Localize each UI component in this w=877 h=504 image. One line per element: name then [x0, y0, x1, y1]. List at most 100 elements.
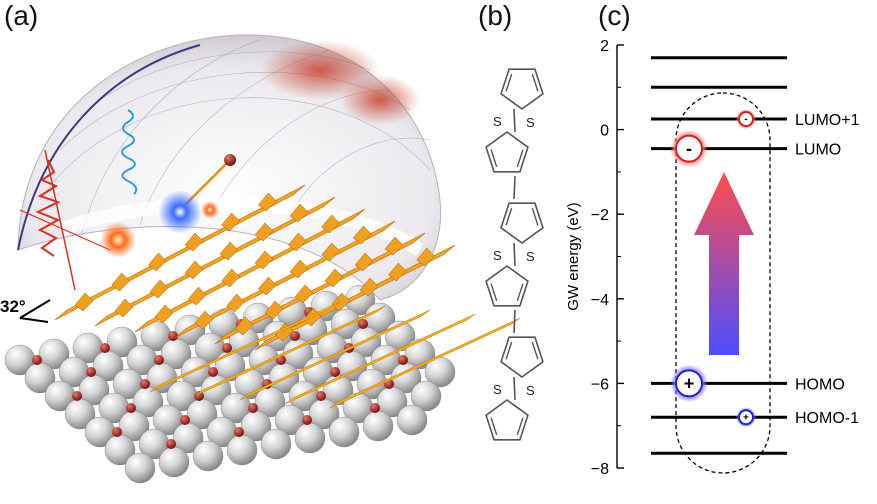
thiophene-unit	[331, 292, 351, 312]
thiophene-unit	[254, 250, 274, 270]
thiophene-unit	[257, 192, 277, 212]
hole-glow	[100, 222, 136, 258]
thiophene-unit	[111, 272, 131, 292]
thiophene-ring: S	[485, 248, 529, 307]
oxygen-atom	[358, 319, 368, 329]
oxygen-atom	[180, 415, 190, 425]
oxygen-atom	[194, 391, 204, 401]
thiophene-unit	[416, 247, 436, 267]
molecule-ribbon-lower	[284, 313, 476, 405]
y-tick-label: 2	[600, 38, 609, 55]
excitation-arrow	[694, 172, 754, 355]
oxygen-atom	[168, 331, 178, 341]
sulfur-atom-label: S	[526, 383, 535, 398]
oxygen-atom	[112, 427, 122, 437]
angle-label: 32°	[0, 297, 26, 316]
emitted-electron	[224, 154, 236, 166]
inter-ring-bond	[513, 242, 516, 267]
substrate-atom	[260, 428, 292, 460]
oxygen-atom	[32, 355, 42, 365]
hole-homo: +	[670, 364, 708, 403]
exciton-envelope	[675, 92, 771, 474]
sulfur-atom-label: S	[493, 248, 502, 263]
thiophene-unit	[321, 242, 341, 262]
thiophene-unit	[254, 222, 274, 242]
thiophene-unit	[147, 252, 167, 272]
oxygen-atom	[126, 403, 136, 413]
substrate-atom	[124, 452, 156, 484]
hole-homo-minus-1: +	[735, 407, 757, 428]
dome	[17, 34, 442, 301]
panel-label-c: (c)	[598, 0, 631, 31]
oxygen-atom	[72, 391, 82, 401]
y-axis-label: GW energy (eV)	[565, 202, 582, 310]
substrate-atom	[328, 416, 360, 448]
substrate-atom	[106, 326, 138, 358]
oxygen-atom	[154, 355, 164, 365]
thiophene-unit	[194, 310, 214, 330]
oxygen-atom	[86, 367, 96, 377]
inter-ring-bond	[513, 309, 516, 334]
oxygen-atom	[208, 367, 218, 377]
thiophene-ring: S	[500, 336, 544, 398]
svg-text:-: -	[744, 114, 747, 125]
substrate-atom	[38, 338, 70, 370]
electron-lumo-plus-1: -	[735, 108, 757, 130]
svg-text:-: -	[686, 138, 692, 158]
thiophene-unit	[321, 214, 341, 234]
thiophene-ring: S	[485, 382, 529, 441]
thiophene-ring: S	[500, 202, 544, 264]
thiophene-unit	[234, 316, 254, 336]
molecule-ribbon-lower	[194, 305, 386, 397]
thiophene-unit	[359, 277, 379, 297]
substrate-atom	[410, 380, 442, 412]
oxygen-atom	[316, 391, 326, 401]
electron-lumo: -	[670, 129, 708, 168]
thiophene-unit	[289, 203, 309, 223]
sulfur-atom-label: S	[493, 114, 502, 129]
oxygen-atom	[370, 403, 380, 413]
molecule-ribbon-lower	[329, 317, 521, 409]
substrate-atom	[192, 440, 224, 472]
thiophene-unit	[154, 304, 174, 324]
oxygen-atom	[166, 439, 176, 449]
thiophene-unit	[187, 286, 207, 306]
svg-text:+: +	[684, 373, 695, 393]
thiophene-ring: S	[500, 68, 544, 130]
molecule-ribbon-lower	[149, 301, 341, 393]
thiophene-unit	[257, 276, 277, 296]
inter-ring-bond	[513, 108, 516, 133]
thiophene-unit	[184, 232, 204, 252]
y-tick-label: 0	[600, 123, 609, 140]
inter-ring-bond	[513, 175, 516, 200]
thiophene-unit	[387, 262, 407, 282]
oxygen-atom	[234, 427, 244, 437]
y-tick-label: −4	[591, 292, 609, 309]
photoemission-hotspot-2	[340, 75, 420, 125]
energy-level-label: LUMO+1	[795, 112, 860, 129]
energy-level-label: LUMO	[795, 142, 841, 159]
panel-label-b: (b)	[478, 0, 513, 31]
thiophene-unit	[289, 259, 309, 279]
thiophene-unit	[324, 268, 344, 288]
y-tick-label: −2	[591, 207, 609, 224]
sulfur-atom-label: S	[526, 249, 535, 264]
thiophene-unit	[184, 260, 204, 280]
sulfur-atom-label: S	[493, 382, 502, 397]
oxygen-atom	[290, 331, 300, 341]
sulfur-atom-label: S	[526, 115, 535, 130]
oxygen-atom	[222, 343, 232, 353]
thiophene-unit	[294, 284, 314, 304]
energy-level-label: HOMO	[795, 376, 845, 393]
svg-text:+: +	[743, 412, 749, 423]
electron-glow	[158, 190, 202, 234]
inter-ring-bond	[513, 376, 516, 401]
thiophene-unit	[219, 241, 239, 261]
thiophene-unit	[226, 293, 246, 313]
thiophene-unit	[149, 279, 169, 299]
thiophene-unit	[384, 236, 404, 256]
panel-label-a: (a)	[4, 0, 39, 31]
